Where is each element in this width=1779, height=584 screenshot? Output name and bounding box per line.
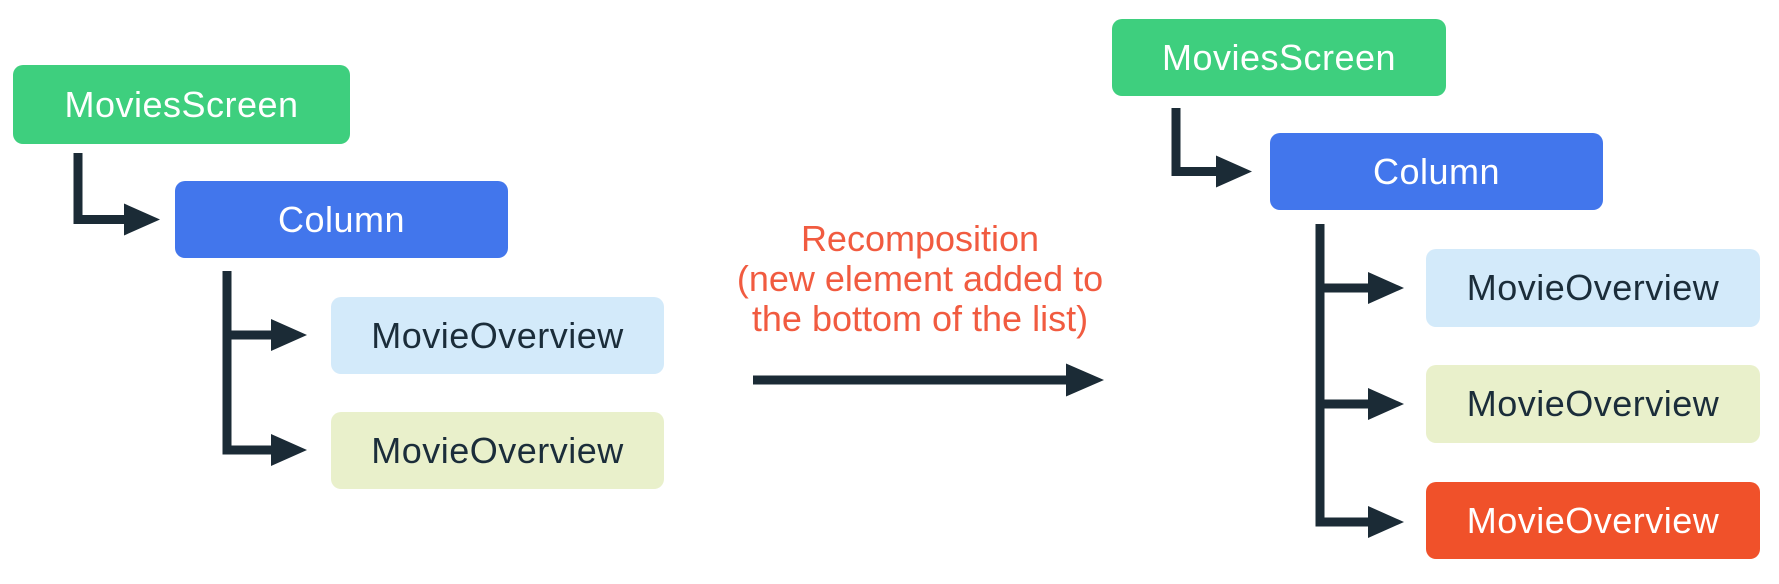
- right-root-to-column-connector: [1171, 108, 1216, 176]
- caption-line-2: (new element added to: [736, 258, 1104, 299]
- recomposition-arrowhead: [1066, 363, 1104, 397]
- caption-line-3: the bottom of the list): [751, 298, 1089, 339]
- right-branch-arrowhead-3: [1368, 506, 1404, 538]
- right-tree-column-node: Column: [1270, 133, 1603, 210]
- left-branch-arrowhead-1: [271, 319, 307, 351]
- left-tree-movieoverview-node-1: MovieOverview: [331, 297, 664, 374]
- right-branch-arrowhead-2: [1368, 388, 1404, 420]
- right-tree-movieoverview-node-1: MovieOverview: [1426, 249, 1760, 327]
- right-tree-moviesscreen-node: MoviesScreen: [1112, 19, 1446, 96]
- left-root-to-column-connector: [73, 153, 124, 224]
- left-branch-arrowhead-2: [271, 434, 307, 466]
- right-tree-movieoverview-node-3-new: MovieOverview: [1426, 482, 1760, 559]
- right-root-to-column-arrowhead: [1216, 155, 1252, 188]
- right-branch-arrowhead-1: [1368, 272, 1404, 304]
- right-tree-movieoverview-node-2: MovieOverview: [1426, 365, 1760, 443]
- left-tree-column-node: Column: [175, 181, 508, 258]
- left-tree-moviesscreen-node: MoviesScreen: [13, 65, 350, 144]
- left-root-to-column-arrowhead: [124, 203, 160, 236]
- recomposition-caption: Recomposition (new element added to the …: [660, 219, 1180, 339]
- left-tree-movieoverview-node-2: MovieOverview: [331, 412, 664, 489]
- caption-line-1: Recomposition: [800, 218, 1040, 259]
